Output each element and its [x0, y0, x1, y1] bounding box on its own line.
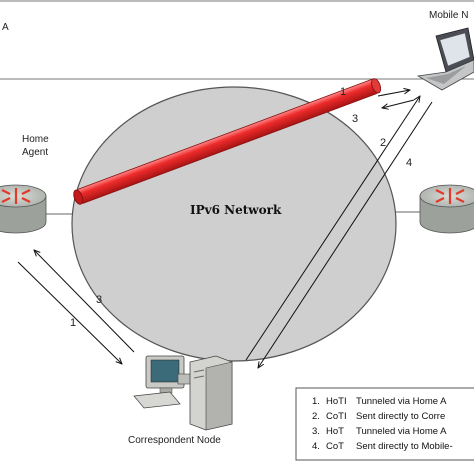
network-label: IPv6 Network: [190, 203, 282, 217]
arrow-number-4: 4: [406, 157, 412, 169]
mobile-node-label: Mobile N: [429, 10, 468, 21]
corner-label: A: [2, 22, 9, 33]
arrow-number-3-home: 3: [96, 294, 102, 306]
legend-item-number: 4.: [312, 441, 320, 452]
arrow-number-1-top: 1: [340, 86, 346, 98]
hot-home-arrow: [34, 250, 135, 353]
legend-item-number: 2.: [312, 411, 320, 422]
legend-item-text: Sent directly to Mobile-: [356, 441, 453, 452]
ipv6-network-cloud: [71, 86, 397, 362]
cot-arrow: [258, 101, 433, 368]
legend-item-abbr: CoTI: [326, 411, 347, 422]
legend-item: 1. HoTI Tunneled via Home A: [312, 396, 447, 407]
tunnel-pipe: [73, 78, 382, 205]
router-icon: [0, 184, 47, 234]
hoti-home-arrow: [17, 261, 122, 364]
home-agent-label-line2: Agent: [22, 147, 48, 158]
legend-item-number: 1.: [312, 396, 320, 407]
legend-item-abbr: HoT: [326, 426, 344, 437]
legend-box: [295, 387, 474, 461]
arrow-number-2: 2: [380, 137, 386, 149]
legend-item: 4. CoT Sent directly to Mobile-: [312, 441, 453, 452]
legend-item-abbr: HoTI: [326, 396, 347, 407]
legend-item-number: 3.: [312, 426, 320, 437]
home-agent-label-line1: Home: [22, 134, 49, 145]
legend-item-text: Sent directly to Corre: [356, 411, 445, 422]
legend-item: 2. CoTI Sent directly to Corre: [312, 411, 445, 422]
home-agent-label: Home Agent: [22, 134, 51, 158]
legend-item: 3. HoT Tunneled via Home A: [312, 426, 447, 437]
laptop-icon: [416, 27, 474, 91]
router-icon: [419, 184, 474, 234]
hot-tunnel-arrow: [382, 99, 415, 108]
legend-item-text: Tunneled via Home A: [356, 426, 447, 437]
legend: 1. HoTI Tunneled via Home A 2. CoTI Sent dire…: [295, 387, 474, 461]
hoti-tunnel-arrow: [377, 90, 410, 97]
arrow-number-1-home: 1: [70, 317, 76, 329]
legend-item-abbr: CoT: [326, 441, 344, 452]
arrow-number-3-top: 3: [352, 113, 358, 125]
coti-arrow: [245, 96, 420, 361]
desktop-computer-icon: [133, 355, 233, 431]
correspondent-node-label: Correspondent Node: [128, 435, 221, 446]
legend-item-text: Tunneled via Home A: [356, 396, 447, 407]
